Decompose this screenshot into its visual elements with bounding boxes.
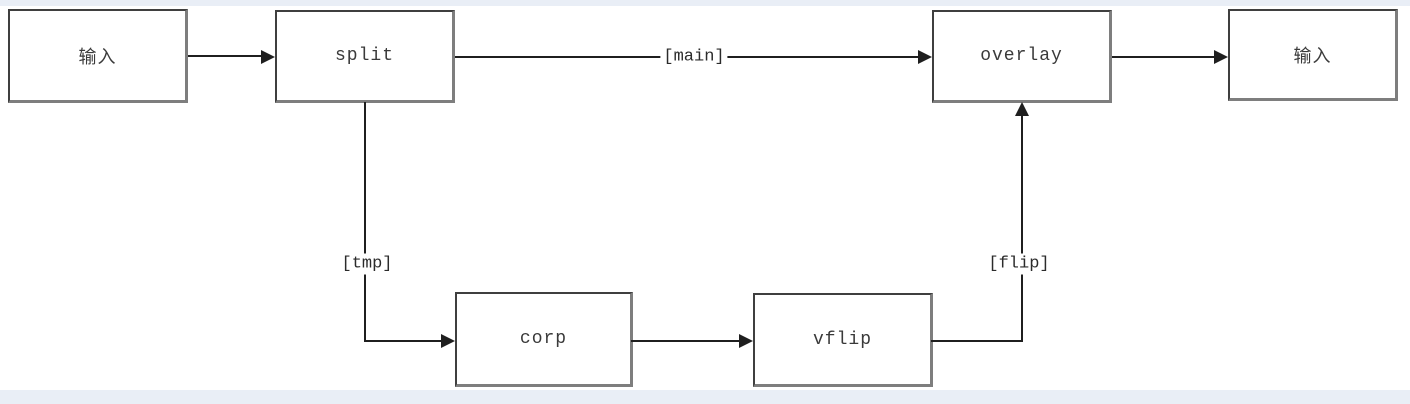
- node-input-left: 输入: [8, 9, 188, 103]
- edge-label-tmp: [tmp]: [338, 253, 396, 275]
- arrowhead-icon: [918, 50, 932, 64]
- edge-split-corp-horizontal-line: [364, 340, 442, 342]
- node-label: corp: [519, 329, 568, 349]
- node-label: overlay: [980, 46, 1063, 66]
- node-split: split: [275, 10, 455, 103]
- edge-overlay-input-line: [1112, 56, 1214, 58]
- node-label: 输入: [1293, 47, 1332, 68]
- arrowhead-icon: [441, 334, 455, 348]
- arrowhead-icon: [1015, 102, 1029, 116]
- node-corp: corp: [455, 292, 633, 387]
- edge-label-flip: [flip]: [985, 253, 1053, 275]
- edge-corp-vflip-line: [631, 340, 740, 342]
- edge-split-corp-vertical-line: [364, 102, 366, 341]
- diagram-paper: [0, 6, 1410, 390]
- node-vflip: vflip: [753, 293, 933, 387]
- node-overlay: overlay: [932, 10, 1112, 103]
- arrowhead-icon: [1214, 50, 1228, 64]
- node-label: 输入: [78, 48, 117, 69]
- edge-input-split-line: [188, 55, 262, 57]
- arrowhead-icon: [739, 334, 753, 348]
- node-label: vflip: [812, 329, 872, 350]
- edge-vflip-overlay-horizontal-line: [931, 340, 1023, 342]
- node-input-right: 输入: [1228, 9, 1398, 101]
- edge-vflip-overlay-vertical-line: [1021, 116, 1023, 342]
- arrowhead-icon: [261, 50, 275, 64]
- node-label: split: [334, 46, 394, 66]
- edge-label-main: [main]: [660, 46, 728, 68]
